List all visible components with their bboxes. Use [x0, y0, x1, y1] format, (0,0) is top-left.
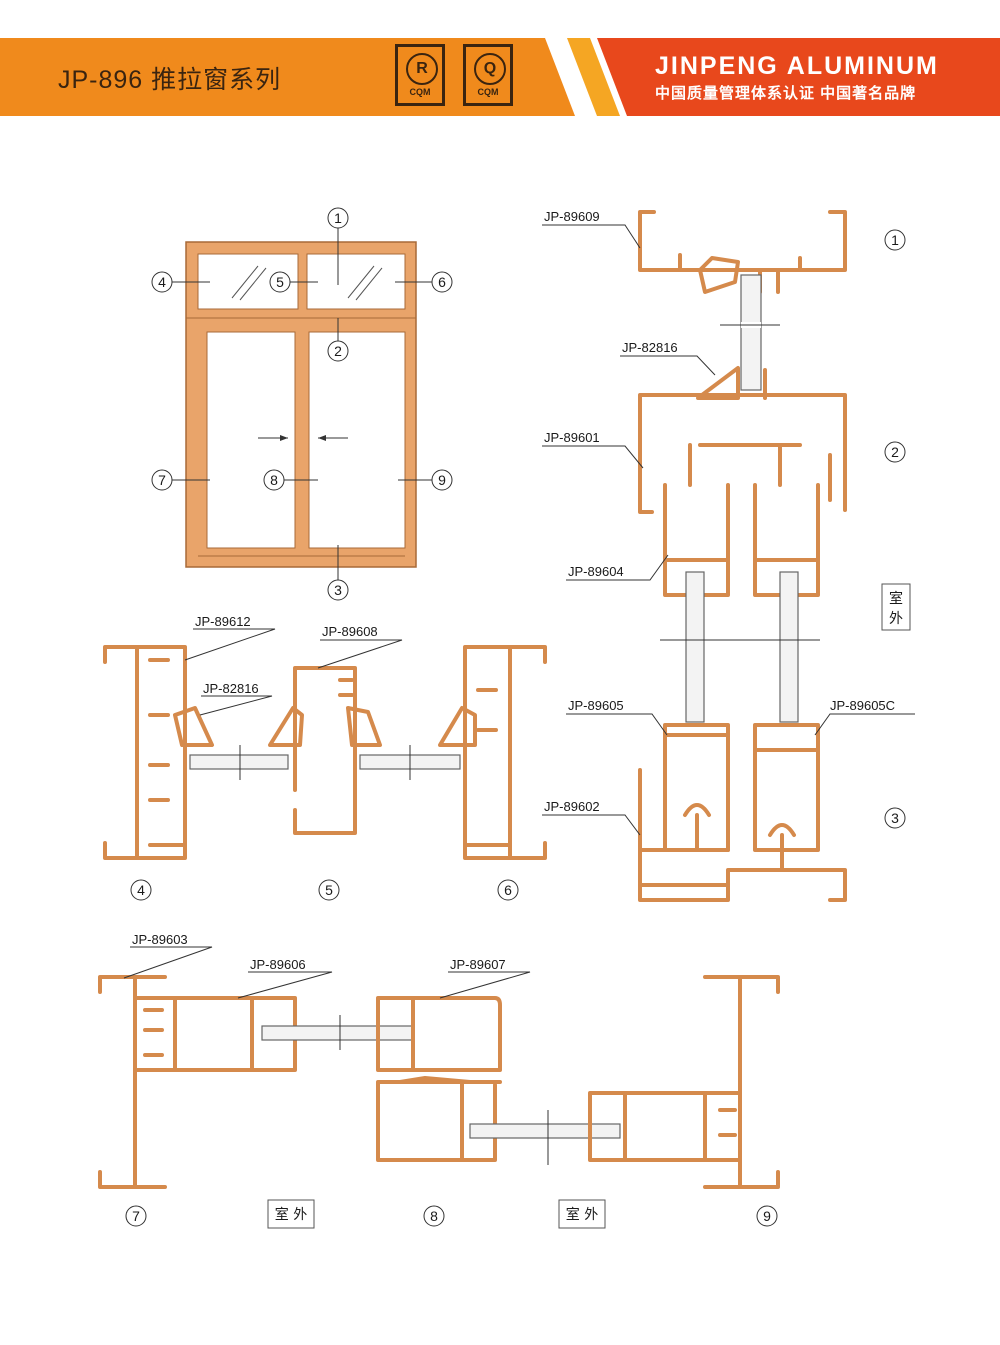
label-jp89605: JP-89605 [568, 698, 624, 713]
label-jp89607: JP-89607 [450, 957, 506, 972]
outside-label-right: 室 外 [566, 1206, 598, 1223]
label-jp89602: JP-89602 [544, 799, 600, 814]
section-marker-9: 9 [763, 1208, 771, 1224]
outside-box-left [267, 1199, 315, 1229]
window-marker-2: 2 [334, 343, 342, 359]
transom-section-leaders [184, 628, 403, 716]
cqm-q-text: CQM [477, 87, 499, 97]
window-marker-8: 8 [270, 472, 278, 488]
label-jp89604: JP-89604 [568, 564, 624, 579]
window-elevation [172, 228, 432, 580]
label-jp89612: JP-89612 [195, 614, 251, 629]
header-background [0, 38, 1000, 116]
vertical-section [638, 210, 847, 902]
vertical-section-leaders [542, 224, 915, 836]
label-jp89603: JP-89603 [132, 932, 188, 947]
window-markers: 1 2 3 4 5 6 7 8 9 [151, 207, 453, 601]
outside-label-left: 室 外 [275, 1206, 307, 1223]
window-marker-4: 4 [158, 274, 166, 290]
label-jp89609: JP-89609 [544, 209, 600, 224]
outside-char-2: 外 [889, 611, 903, 627]
section-marker-8: 8 [430, 1208, 438, 1224]
window-marker-6: 6 [438, 274, 446, 290]
window-marker-5: 5 [276, 274, 284, 290]
header-banner: JP-896 推拉窗系列 R CQM Q CQM JINPENG ALUMINU… [0, 38, 1000, 116]
sash-section [98, 975, 780, 1189]
window-marker-9: 9 [438, 472, 446, 488]
label-jp82816-mid: JP-82816 [203, 681, 259, 696]
label-jp82816-top: JP-82816 [622, 340, 678, 355]
section-marker-6: 6 [504, 882, 512, 898]
page-title: JP-896 推拉窗系列 [58, 66, 282, 94]
transom-section [103, 645, 547, 860]
section-marker-2: 2 [891, 444, 899, 460]
outside-box-right [558, 1199, 606, 1229]
section-marker-7: 7 [132, 1208, 140, 1224]
section-marker-4: 4 [137, 882, 145, 898]
label-jp89601: JP-89601 [544, 430, 600, 445]
brand-name: JINPENG ALUMINUM [655, 52, 939, 80]
label-jp89605c: JP-89605C [830, 698, 895, 713]
outside-char-1: 室 [889, 590, 903, 607]
outside-box-vertical [881, 583, 911, 631]
label-jp89608: JP-89608 [322, 624, 378, 639]
section-marker-3: 3 [891, 810, 899, 826]
cqm-r-text: CQM [409, 87, 431, 97]
label-jp89606: JP-89606 [250, 957, 306, 972]
cqm-q-badge: Q CQM [463, 44, 513, 106]
section-marker-1: 1 [891, 232, 899, 248]
window-marker-3: 3 [334, 582, 342, 598]
sash-section-leaders [123, 946, 531, 999]
window-marker-1: 1 [334, 210, 342, 226]
brand-subtitle: 中国质量管理体系认证 中国著名品牌 [655, 85, 917, 102]
section-marker-5: 5 [325, 882, 333, 898]
cqm-q-letter: Q [474, 53, 506, 85]
window-marker-7: 7 [158, 472, 166, 488]
cqm-r-badge: R CQM [395, 44, 445, 106]
cqm-r-letter: R [406, 53, 438, 85]
